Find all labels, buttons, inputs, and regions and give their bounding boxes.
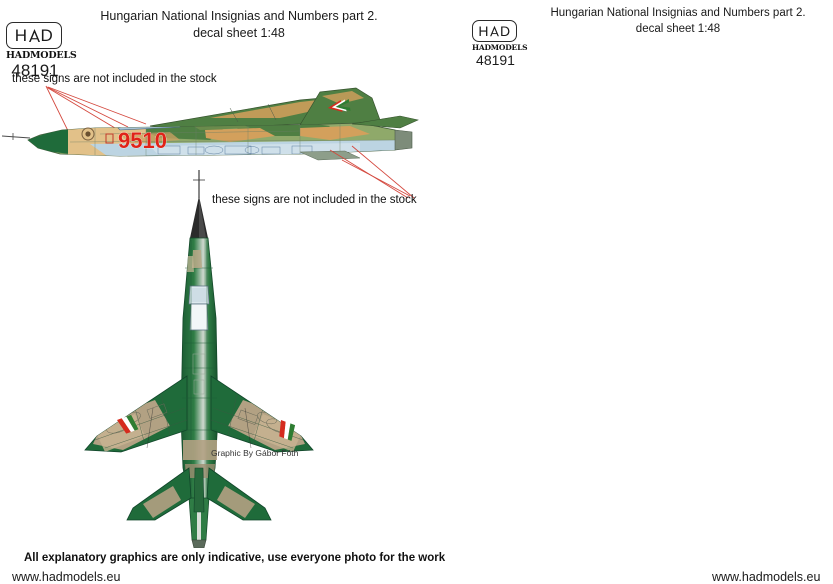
leader-lines-middle (329, 145, 415, 199)
delta-a-glyph-icon-right (490, 25, 499, 37)
footer-url-right[interactable]: www.hadmodels.eu (712, 570, 821, 584)
header-right: H D HADMODELS 48191 Hungarian National I… (470, 6, 830, 68)
delta-a-icon-right (489, 25, 500, 37)
annotation-note-top: these signs are not included in the stoc… (12, 73, 217, 85)
sheet-title-right: Hungarian National Insignias and Numbers… (528, 6, 828, 37)
side-view-tail-number: 9510 (118, 128, 167, 153)
had-logo-mark-right: H D (478, 23, 511, 39)
product-code-left: 48191 (11, 61, 59, 80)
had-logo-right: H D HADMODELS 48191 (472, 20, 528, 68)
delta-a-glyph-icon (28, 29, 40, 42)
footer-url-left[interactable]: www.hadmodels.eu (12, 570, 121, 584)
graphic-credit: Graphic By Gábor Fóth (211, 448, 299, 458)
delta-a-icon (28, 28, 41, 43)
hungarian-chevron-insignia-right-wing (279, 420, 296, 441)
had-logo-subtext: HADMODELS (6, 50, 77, 61)
sheet-title-left-line2: decal sheet 1:48 (193, 25, 285, 40)
footer-disclaimer: All explanatory graphics are only indica… (24, 552, 446, 564)
had-logo-box: H D (6, 22, 62, 49)
sheet-title-right-line1: Hungarian National Insignias and Numbers… (550, 7, 806, 19)
had-logo-left: H D HADMODELS 48191 (6, 22, 77, 81)
annotation-note-middle: these signs are not included in the stoc… (212, 194, 417, 206)
had-logo-subtext-right: HADMODELS (472, 43, 528, 52)
sheet-title-left-line1: Hungarian National Insignias and Numbers… (100, 9, 378, 23)
hungarian-chevron-insignia-tail (327, 98, 351, 112)
header-left: H D HADMODELS 48191 Hungarian National I… (4, 6, 424, 80)
sheet-title-left: Hungarian National Insignias and Numbers… (64, 8, 414, 42)
product-code-right: 48191 (476, 52, 515, 68)
sheet-title-right-line2: decal sheet 1:48 (635, 22, 721, 35)
aircraft-top-view (84, 170, 314, 548)
aircraft-side-view: 9510 (1, 87, 419, 161)
had-logo-box-right: H D (472, 20, 517, 42)
hungarian-chevron-insignia-left-wing (117, 414, 139, 434)
had-logo-mark: H D (14, 26, 54, 45)
